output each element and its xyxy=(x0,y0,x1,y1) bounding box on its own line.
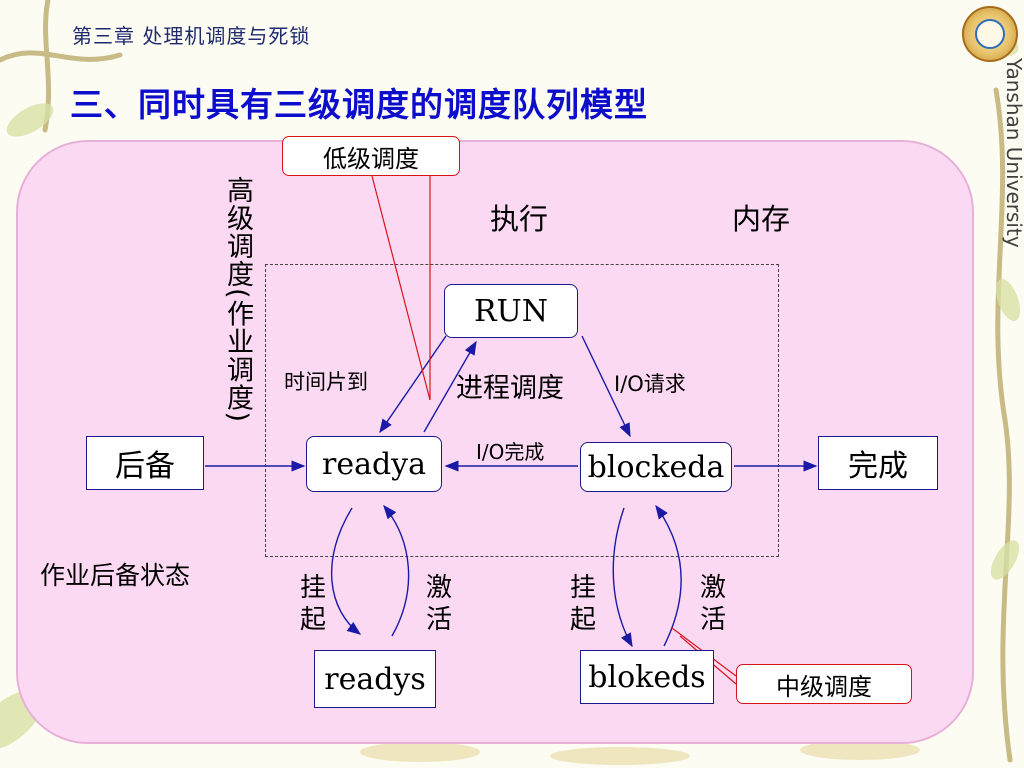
readys-box: readys xyxy=(314,650,436,708)
complete-box: 完成 xyxy=(818,436,938,490)
readya-box: readya xyxy=(306,436,442,492)
job-backup-state-label: 作业后备状态 xyxy=(40,561,191,590)
dispatch-label: 进程调度 xyxy=(456,373,564,404)
dispatch-arrow xyxy=(423,340,477,433)
university-logo xyxy=(962,6,1018,62)
activate-right-label: 激活 xyxy=(699,573,726,635)
blockeda-box: blockeda xyxy=(580,442,732,492)
execute-label: 执行 xyxy=(490,202,549,236)
io-request-label: I/O请求 xyxy=(614,372,686,396)
low-level-callout-line xyxy=(371,175,431,401)
chapter-heading: 第三章 处理机调度与死锁 xyxy=(72,24,311,48)
activate-right-arrow xyxy=(655,504,682,647)
memory-region xyxy=(265,264,779,557)
suspend-right-label: 挂起 xyxy=(569,573,596,635)
mid-level-scheduling-callout: 中级调度 xyxy=(736,664,912,704)
page-title: 三、同时具有三级调度的调度队列模型 xyxy=(70,85,648,124)
high-level-scheduling-label: 高级调度(作业调度) xyxy=(222,176,253,424)
io-request-arrow xyxy=(581,335,631,438)
activate-left-label: 激活 xyxy=(425,573,452,635)
blokeds-box: blokeds xyxy=(580,650,714,704)
low-level-scheduling-callout: 低级调度 xyxy=(282,136,460,176)
suspend-left-arrow xyxy=(330,507,362,635)
suspend-right-arrow xyxy=(612,507,633,648)
university-name: Yanshan University xyxy=(1002,58,1024,248)
timeslice-arrow xyxy=(379,335,447,434)
memory-label: 内存 xyxy=(732,202,791,236)
activate-left-arrow xyxy=(383,504,410,637)
backup-box: 后备 xyxy=(86,436,204,490)
io-done-label: I/O完成 xyxy=(476,440,545,464)
timeslice-label: 时间片到 xyxy=(284,370,368,394)
run-box: RUN xyxy=(444,284,578,338)
suspend-left-label: 挂起 xyxy=(299,573,326,635)
